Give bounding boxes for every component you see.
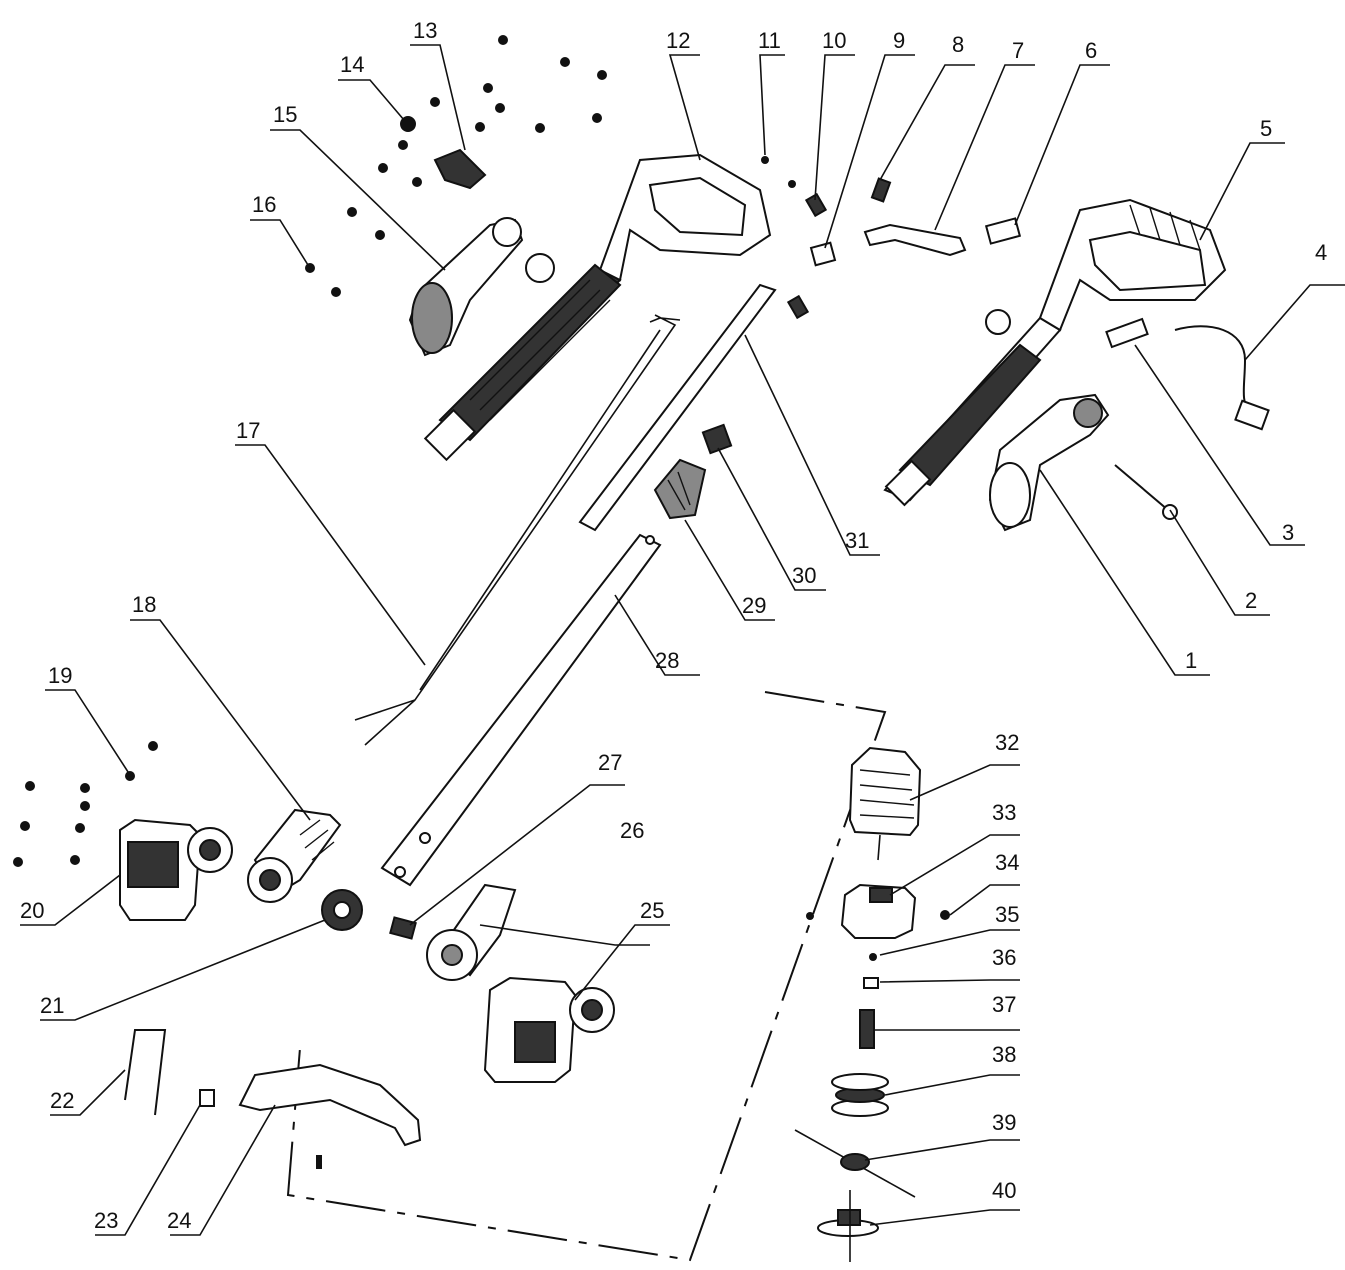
callout-9: 9 bbox=[893, 28, 905, 53]
part-15-aux-handle bbox=[408, 217, 524, 357]
callout-40: 40 bbox=[992, 1178, 1016, 1203]
part-22-wire-guard bbox=[124, 1029, 167, 1116]
callout-37: 37 bbox=[992, 992, 1016, 1017]
part-8-spring bbox=[870, 177, 892, 203]
callout-39: 39 bbox=[992, 1110, 1016, 1135]
callout-29: 29 bbox=[742, 593, 766, 618]
callout-7: 7 bbox=[1012, 38, 1024, 63]
callout-31: 31 bbox=[845, 528, 869, 553]
callout-6: 6 bbox=[1085, 38, 1097, 63]
callout-16: 16 bbox=[252, 192, 276, 217]
callout-36: 36 bbox=[992, 945, 1016, 970]
part-27-spring bbox=[389, 916, 417, 940]
part-32-motor bbox=[848, 746, 922, 861]
callout-33: 33 bbox=[992, 800, 1016, 825]
part-21-bearing bbox=[321, 889, 363, 931]
callout-28: 28 bbox=[655, 648, 679, 673]
part-29-collar bbox=[653, 458, 707, 520]
part-31-upper-tube bbox=[578, 283, 777, 532]
part-38-spool bbox=[831, 1073, 889, 1117]
part-37-spring bbox=[859, 1009, 875, 1049]
part-2-bolt bbox=[1114, 464, 1178, 520]
callout-30: 30 bbox=[792, 563, 816, 588]
callout-19: 19 bbox=[48, 663, 72, 688]
part-40-bottom-cap bbox=[817, 1190, 879, 1262]
callout-35: 35 bbox=[995, 902, 1019, 927]
callout-leaders bbox=[20, 44, 1345, 1236]
part-7-trigger bbox=[863, 223, 967, 257]
callout-14: 14 bbox=[340, 52, 364, 77]
part-16-screw bbox=[305, 263, 341, 297]
part-23-block bbox=[199, 1089, 215, 1107]
callout-21: 21 bbox=[40, 993, 64, 1018]
callout-26: 26 bbox=[620, 818, 644, 843]
callout-32: 32 bbox=[995, 730, 1019, 755]
callout-18: 18 bbox=[132, 592, 156, 617]
callout-labels: 1 2 3 4 5 6 7 8 9 10 11 12 13 14 15 16 1… bbox=[20, 18, 1327, 1233]
part-18-pivot-bracket bbox=[247, 808, 342, 903]
part-30-clip bbox=[701, 423, 733, 455]
callout-23: 23 bbox=[94, 1208, 118, 1233]
part-26-pivot-arm bbox=[426, 883, 517, 981]
part-3-sleeve bbox=[1105, 317, 1149, 349]
callout-25: 25 bbox=[640, 898, 664, 923]
part-33-cap bbox=[806, 883, 917, 939]
part-17-cable bbox=[354, 314, 681, 746]
callout-22: 22 bbox=[50, 1088, 74, 1113]
part-12-left-handle bbox=[423, 153, 772, 462]
callout-5: 5 bbox=[1260, 116, 1272, 141]
callout-17: 17 bbox=[236, 418, 260, 443]
part-28-lower-tube bbox=[380, 533, 662, 887]
part-1-aux-handle bbox=[988, 393, 1110, 532]
callout-15: 15 bbox=[273, 102, 297, 127]
callout-8: 8 bbox=[952, 32, 964, 57]
part-6-switch bbox=[984, 217, 1022, 245]
part-19-screws bbox=[13, 741, 158, 867]
callout-3: 3 bbox=[1282, 520, 1294, 545]
callout-27: 27 bbox=[598, 750, 622, 775]
part-5-right-handle bbox=[883, 198, 1227, 507]
part-39-cutting-line bbox=[794, 1129, 916, 1198]
callout-13: 13 bbox=[413, 18, 437, 43]
part-13-knob bbox=[433, 148, 487, 190]
part-9-block bbox=[809, 241, 837, 267]
part-24-guard bbox=[238, 1063, 422, 1169]
part-25-motor-housing-right bbox=[483, 976, 615, 1083]
assembly-boundary bbox=[286, 691, 887, 1262]
part-20-motor-housing-left bbox=[119, 818, 233, 921]
part-34-screw bbox=[940, 910, 950, 920]
part-36-nut bbox=[863, 977, 879, 989]
part-4-power-cord bbox=[1174, 325, 1270, 431]
callout-34: 34 bbox=[995, 850, 1019, 875]
part-35-washer bbox=[869, 953, 877, 961]
part-11-screw bbox=[761, 156, 796, 188]
callout-11: 11 bbox=[758, 28, 781, 53]
callout-24: 24 bbox=[167, 1208, 191, 1233]
callout-1: 1 bbox=[1185, 648, 1197, 673]
callout-20: 20 bbox=[20, 898, 44, 923]
callout-4: 4 bbox=[1315, 240, 1327, 265]
callout-10: 10 bbox=[822, 28, 846, 53]
callout-2: 2 bbox=[1245, 588, 1257, 613]
callout-12: 12 bbox=[666, 28, 690, 53]
part-10-spring bbox=[786, 192, 828, 320]
screw-group-top bbox=[347, 35, 607, 240]
callout-38: 38 bbox=[992, 1042, 1016, 1067]
